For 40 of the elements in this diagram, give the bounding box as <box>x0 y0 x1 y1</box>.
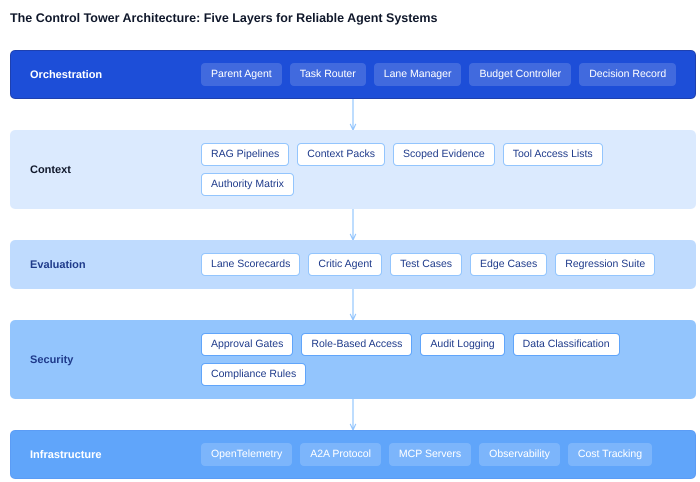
layer-name: Context <box>30 164 71 176</box>
component-tag: Audit Logging <box>420 333 505 356</box>
flow-arrow <box>350 399 356 431</box>
component-tag: A2A Protocol <box>300 443 381 466</box>
component-tag: OpenTelemetry <box>201 443 292 466</box>
layer-name: Infrastructure <box>30 448 102 460</box>
component-tag: Decision Record <box>579 63 676 86</box>
layer-band <box>10 50 696 99</box>
component-tag: Lane Scorecards <box>201 253 300 276</box>
component-tag: Cost Tracking <box>568 443 652 466</box>
flow-arrow <box>350 289 356 321</box>
component-tag: RAG Pipelines <box>201 143 290 166</box>
component-tag: Parent Agent <box>201 63 282 86</box>
component-tag: Compliance Rules <box>201 363 306 386</box>
layer-name: Evaluation <box>30 258 86 270</box>
component-tag: Authority Matrix <box>201 173 294 196</box>
flow-arrow <box>350 209 356 241</box>
layer-name: Orchestration <box>30 68 102 80</box>
diagram-title: The Control Tower Architecture: Five Layers for Reliable Agent Systems <box>10 11 438 25</box>
component-tag: MCP Servers <box>388 443 472 466</box>
flow-arrow <box>350 99 356 131</box>
component-tag: Observability <box>479 443 560 466</box>
layer-band <box>10 240 696 289</box>
component-tag: Approval Gates <box>201 333 294 356</box>
layer-band <box>10 430 696 479</box>
component-tag: Budget Controller <box>469 63 572 86</box>
layer-name: Security <box>30 354 74 366</box>
component-tag: Edge Cases <box>470 253 548 276</box>
component-tag: Regression Suite <box>555 253 656 276</box>
component-tag: Tool Access Lists <box>502 143 603 166</box>
component-tag: Task Router <box>290 63 366 86</box>
component-tag: Context Packs <box>297 143 385 166</box>
component-tag: Test Cases <box>390 253 462 276</box>
component-tag: Lane Manager <box>374 63 462 86</box>
component-tag: Scoped Evidence <box>392 143 495 166</box>
layer-band <box>10 130 696 209</box>
layer-band <box>10 320 696 399</box>
component-tag: Data Classification <box>512 333 620 356</box>
component-tag: Critic Agent <box>308 253 382 276</box>
component-tag: Role-Based Access <box>301 333 412 356</box>
